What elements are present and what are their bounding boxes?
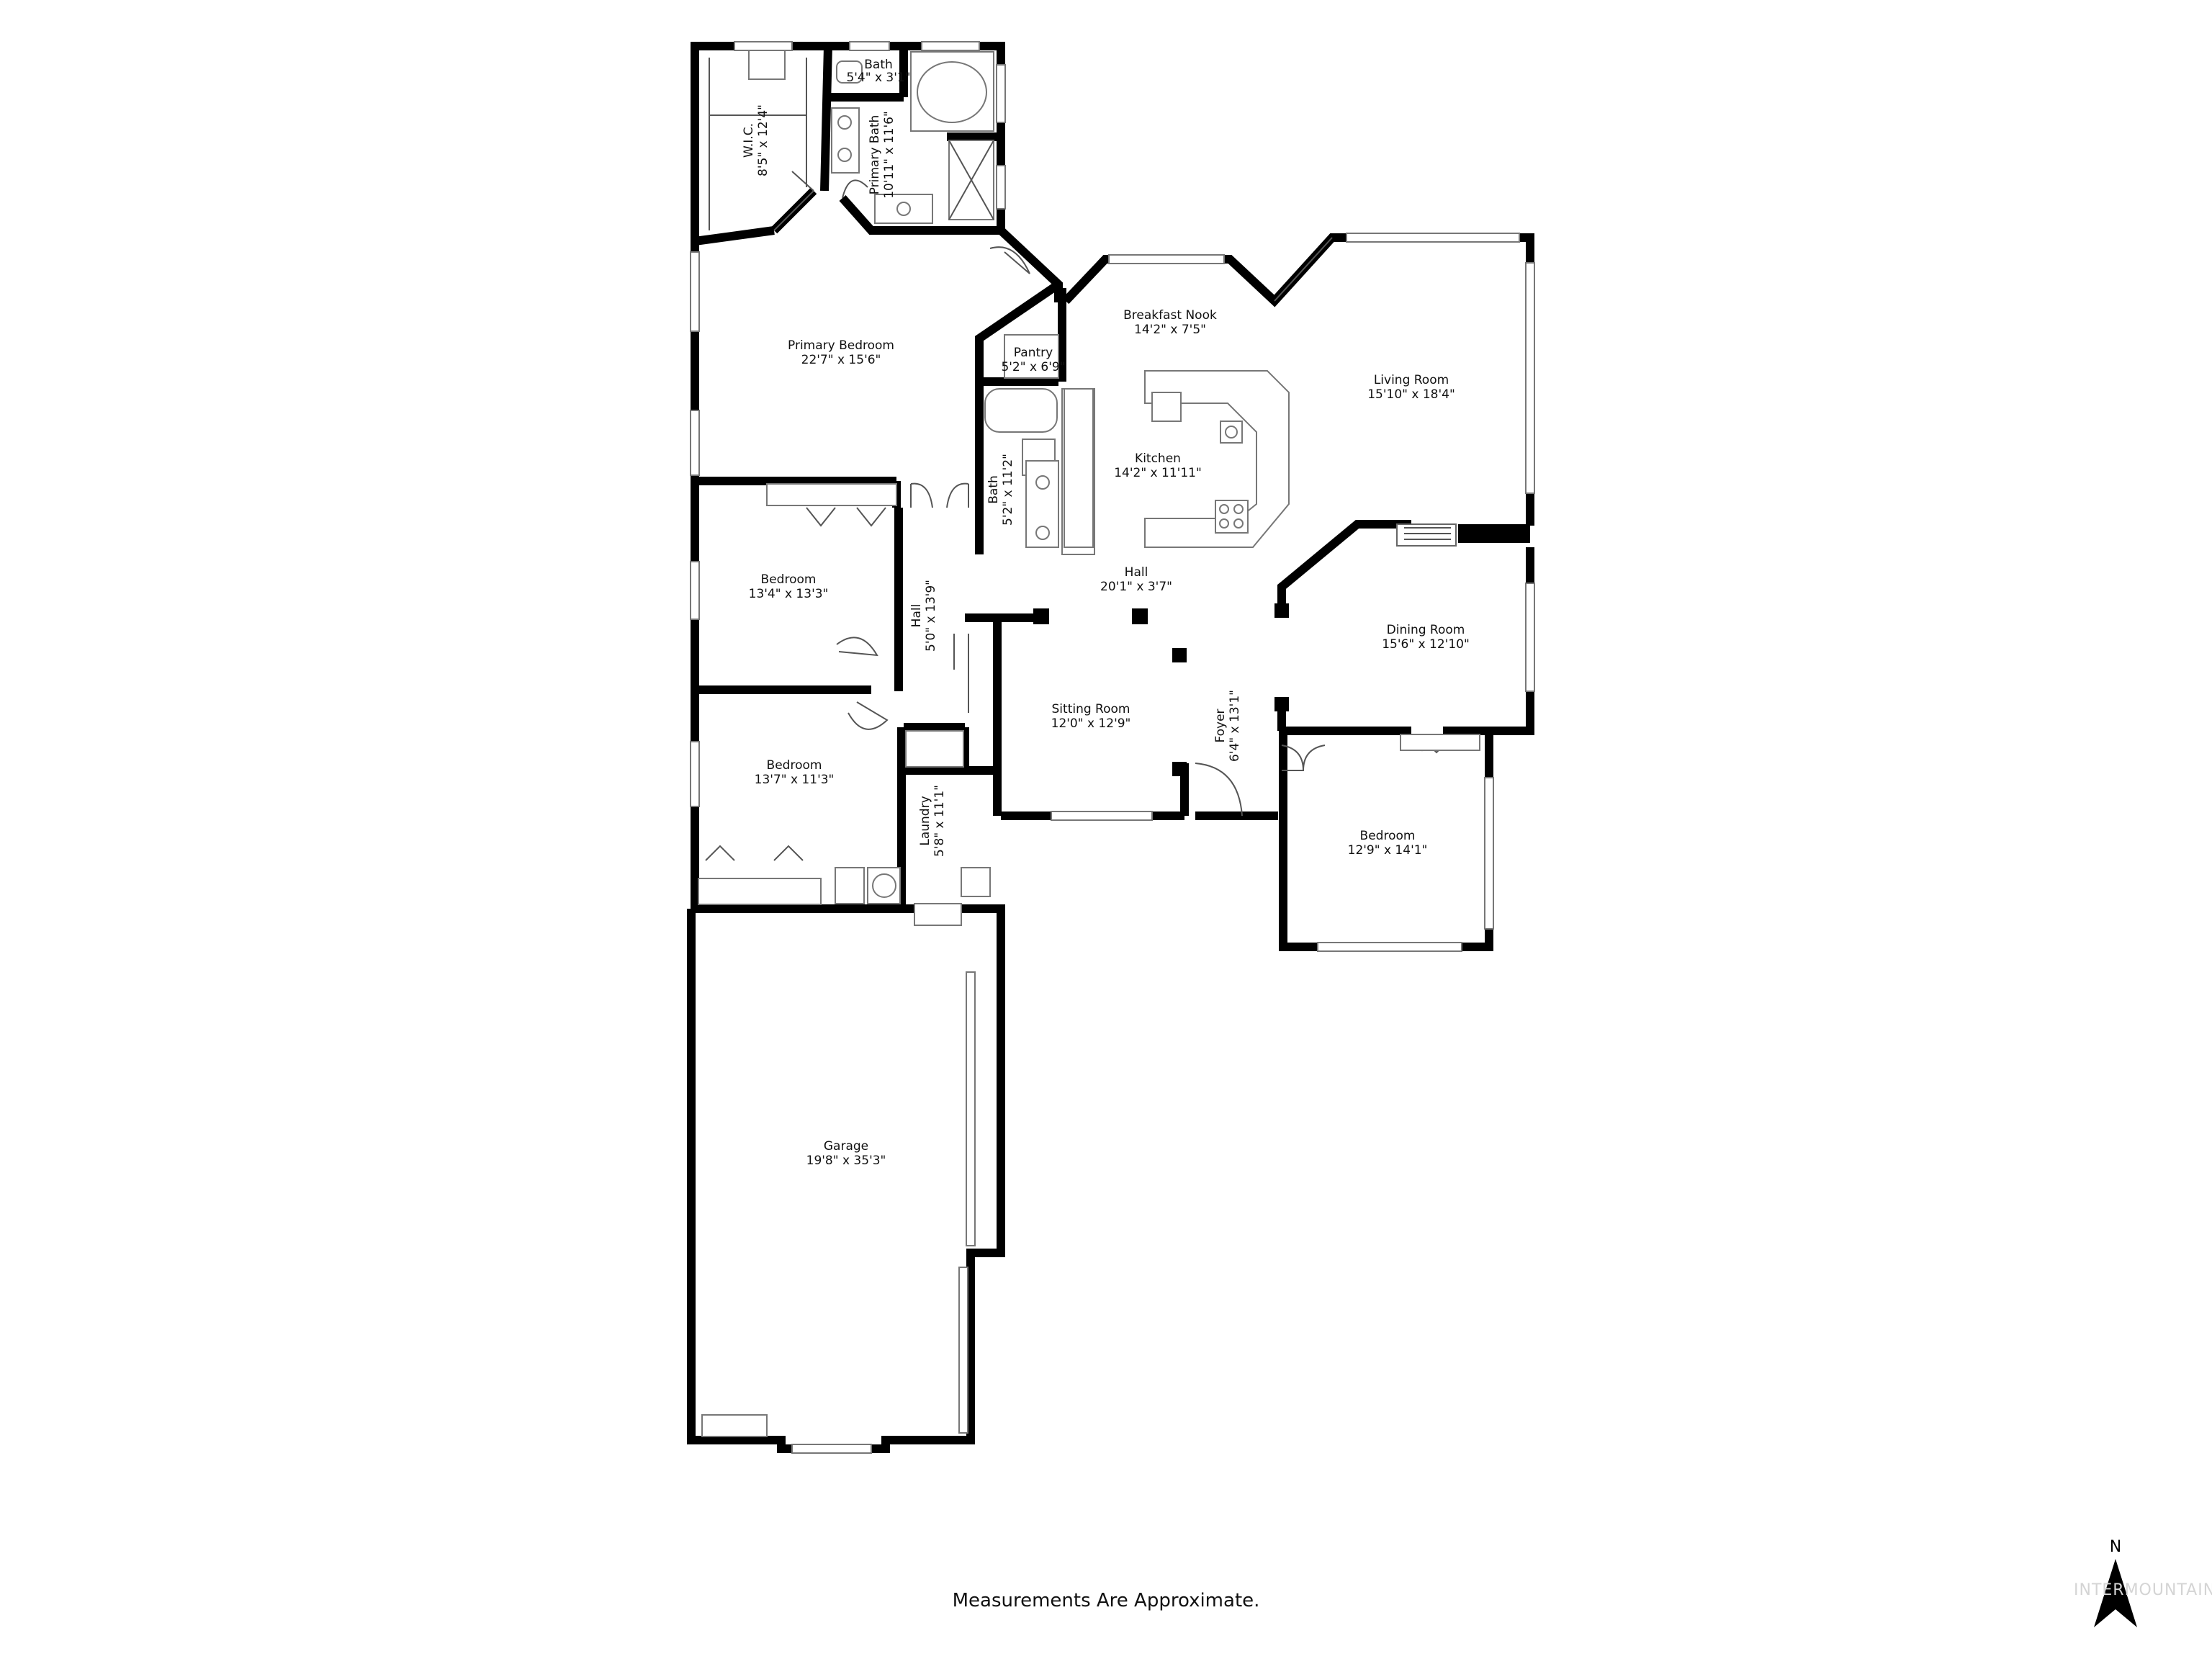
room-dims: 13'7" x 11'3" <box>755 773 835 787</box>
room-name: Hall <box>909 604 924 628</box>
room-label-bedroom-3: Bedroom 12'9" x 14'1" <box>1348 829 1428 858</box>
room-name: Primary Bath <box>868 115 882 195</box>
structural-posts <box>1033 603 1289 776</box>
room-label-garage: Garage 19'8" x 35'3" <box>806 1139 886 1168</box>
room-label-pantry: Pantry 5'2" x 6'9" <box>1001 346 1065 374</box>
room-dims: 15'6" x 12'10" <box>1382 637 1470 652</box>
room-dims: 14'2" x 11'11" <box>1114 466 1202 480</box>
room-label-laundry: Laundry 5'8" x 11'1" <box>918 785 947 857</box>
room-labels: W.I.C. 8'5" x 12'4" Bath 5'4" x 3'1" Pri… <box>742 58 1470 1168</box>
room-dims: 13'4" x 13'3" <box>749 587 829 601</box>
room-name: Foyer <box>1213 709 1228 742</box>
room-label-bedroom-1: Bedroom 13'4" x 13'3" <box>749 572 829 601</box>
room-dims: 5'2" x 11'2" <box>1001 454 1015 526</box>
room-name: Kitchen <box>1135 451 1181 466</box>
room-label-sitting-room: Sitting Room 12'0" x 12'9" <box>1051 702 1131 731</box>
room-label-bath-hall: Bath 5'2" x 11'2" <box>986 454 1015 526</box>
footer-note: Measurements Are Approximate. <box>952 1590 1260 1611</box>
room-dims: 14'2" x 7'5" <box>1134 323 1206 337</box>
fireplace <box>1458 524 1530 543</box>
windows <box>690 41 1535 1454</box>
room-dims: 22'7" x 15'6" <box>801 353 881 367</box>
room-dims: 8'5" x 12'4" <box>756 104 770 176</box>
room-dims: 5'4" x 3'1" <box>846 71 910 85</box>
room-name: Sitting Room <box>1052 702 1130 716</box>
room-label-wic: W.I.C. 8'5" x 12'4" <box>742 104 770 176</box>
doors <box>705 171 1455 861</box>
room-name: Bath <box>986 475 1001 504</box>
room-label-hall-side: Hall 5'0" x 13'9" <box>909 580 938 652</box>
room-label-dining-room: Dining Room 15'6" x 12'10" <box>1382 623 1470 652</box>
room-name: Bath <box>864 58 893 72</box>
room-name: Living Room <box>1374 373 1449 387</box>
fixtures <box>698 50 1480 1437</box>
room-label-breakfast-nook: Breakfast Nook 14'2" x 7'5" <box>1123 308 1217 337</box>
room-name: Pantry <box>1014 346 1053 360</box>
room-name: Breakfast Nook <box>1123 308 1217 323</box>
room-label-primary-bedroom: Primary Bedroom 22'7" x 15'6" <box>788 338 894 367</box>
room-dims: 5'8" x 11'1" <box>932 785 947 857</box>
room-dims: 12'0" x 12'9" <box>1051 716 1131 731</box>
room-dims: 15'10" x 18'4" <box>1367 387 1455 402</box>
room-label-primary-bath: Primary Bath 10'11" x 11'6" <box>868 111 896 199</box>
room-name: Hall <box>1125 565 1148 580</box>
watermark: INTERMOUNTAIN <box>2074 1581 2212 1599</box>
room-dims: 6'4" x 13'1" <box>1228 690 1242 762</box>
room-label-bedroom-2: Bedroom 13'7" x 11'3" <box>755 758 835 787</box>
room-label-foyer: Foyer 6'4" x 13'1" <box>1213 690 1242 762</box>
room-dims: 19'8" x 35'3" <box>806 1154 886 1168</box>
room-name: Primary Bedroom <box>788 338 894 353</box>
room-dims: 10'11" x 11'6" <box>882 111 896 199</box>
room-label-hall-center: Hall 20'1" x 3'7" <box>1100 565 1172 594</box>
room-name: Garage <box>824 1139 868 1154</box>
north-arrow-icon: N <box>2094 1538 2137 1627</box>
room-name: Bedroom <box>761 572 817 587</box>
room-label-living-room: Living Room 15'10" x 18'4" <box>1367 373 1455 402</box>
room-dims: 5'2" x 6'9" <box>1001 360 1065 374</box>
room-dims: 12'9" x 14'1" <box>1348 843 1428 858</box>
room-name: Dining Room <box>1387 623 1465 637</box>
room-dims: 20'1" x 3'7" <box>1100 580 1172 594</box>
room-dims: 5'0" x 13'9" <box>924 580 938 652</box>
room-label-bath-top: Bath 5'4" x 3'1" <box>846 58 910 85</box>
room-name: Bedroom <box>767 758 822 773</box>
room-label-kitchen: Kitchen 14'2" x 11'11" <box>1114 451 1202 480</box>
room-name: W.I.C. <box>742 123 756 158</box>
compass-label: N <box>2110 1538 2121 1556</box>
room-name: Bedroom <box>1360 829 1416 843</box>
room-name: Laundry <box>918 796 932 845</box>
